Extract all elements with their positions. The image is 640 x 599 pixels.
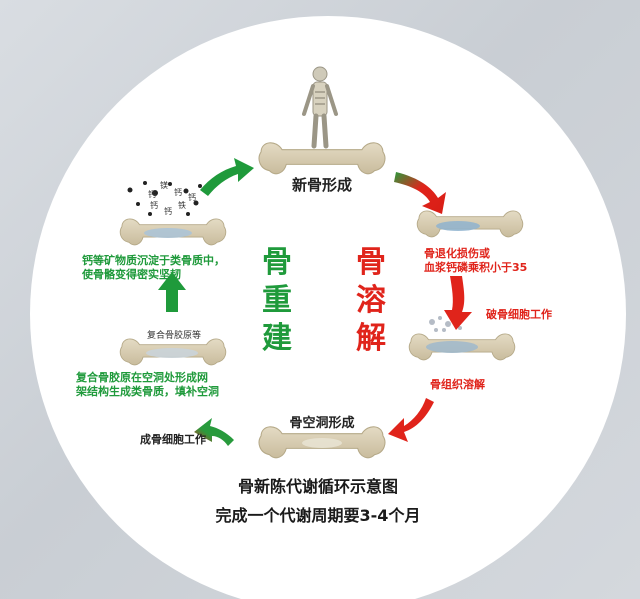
label-osteoblast: 成骨细胞工作 (140, 432, 206, 446)
resorb-char: 溶 (356, 283, 386, 318)
rebuild-text: 骨 重 建 (262, 245, 292, 356)
label-degeneration: 骨退化损伤或 血浆钙磷乘积小于35 (424, 246, 527, 274)
mineral-particle-label: 钙 (150, 200, 158, 210)
skeleton-figure (302, 66, 338, 149)
mineral-particles: 钙镁钙钙钙铁钙 (148, 180, 196, 216)
arrow-to-osteoclast (444, 276, 472, 330)
label-collagen-net: 复合骨胶原在空洞处形成网 架结构生成类骨质，填补空洞 (75, 370, 219, 398)
mineral-particle-label: 钙 (164, 206, 172, 216)
mineral-particle-label: 钙 (174, 187, 182, 197)
bone-damage-patch (144, 221, 480, 448)
rebuild-char: 骨 (262, 245, 292, 280)
rebuild-char: 重 (262, 283, 292, 318)
label-dissolve: 骨组织溶解 (430, 377, 485, 391)
label-collagen: 复合骨胶原等 (147, 329, 201, 341)
title-line-2: 完成一个代谢周期要3-4个月 (216, 506, 421, 525)
label-mineral: 钙等矿物质沉淀于类骨质中， 使骨骼变得密实坚韧 (81, 253, 229, 281)
resorb-char: 骨 (356, 245, 386, 280)
label-new-bone: 新骨形成 (292, 176, 352, 194)
mineral-particle-label: 钙 (188, 192, 196, 202)
arrow-to-osteoblast (194, 418, 234, 446)
background-circle (30, 16, 626, 599)
mineral-dots (127, 181, 202, 216)
mineral-particle-label: 钙 (148, 189, 156, 199)
resorb-text: 骨 溶 解 (356, 245, 386, 356)
arrow-to-cavity (388, 398, 434, 442)
label-cavity: 骨空洞形成 (289, 415, 354, 431)
rebuild-char: 建 (262, 321, 292, 356)
mineral-particle-label: 镁 (160, 180, 168, 190)
arrow-up-green (158, 272, 186, 312)
resorb-char: 解 (356, 321, 386, 356)
arrow-to-degeneration (394, 172, 446, 214)
label-osteoclast: 破骨细胞工作 (486, 307, 552, 321)
arrow-to-new-bone (200, 158, 254, 196)
title-line-1: 骨新陈代谢循环示意图 (238, 477, 398, 496)
mineral-particle-label: 铁 (178, 200, 186, 210)
